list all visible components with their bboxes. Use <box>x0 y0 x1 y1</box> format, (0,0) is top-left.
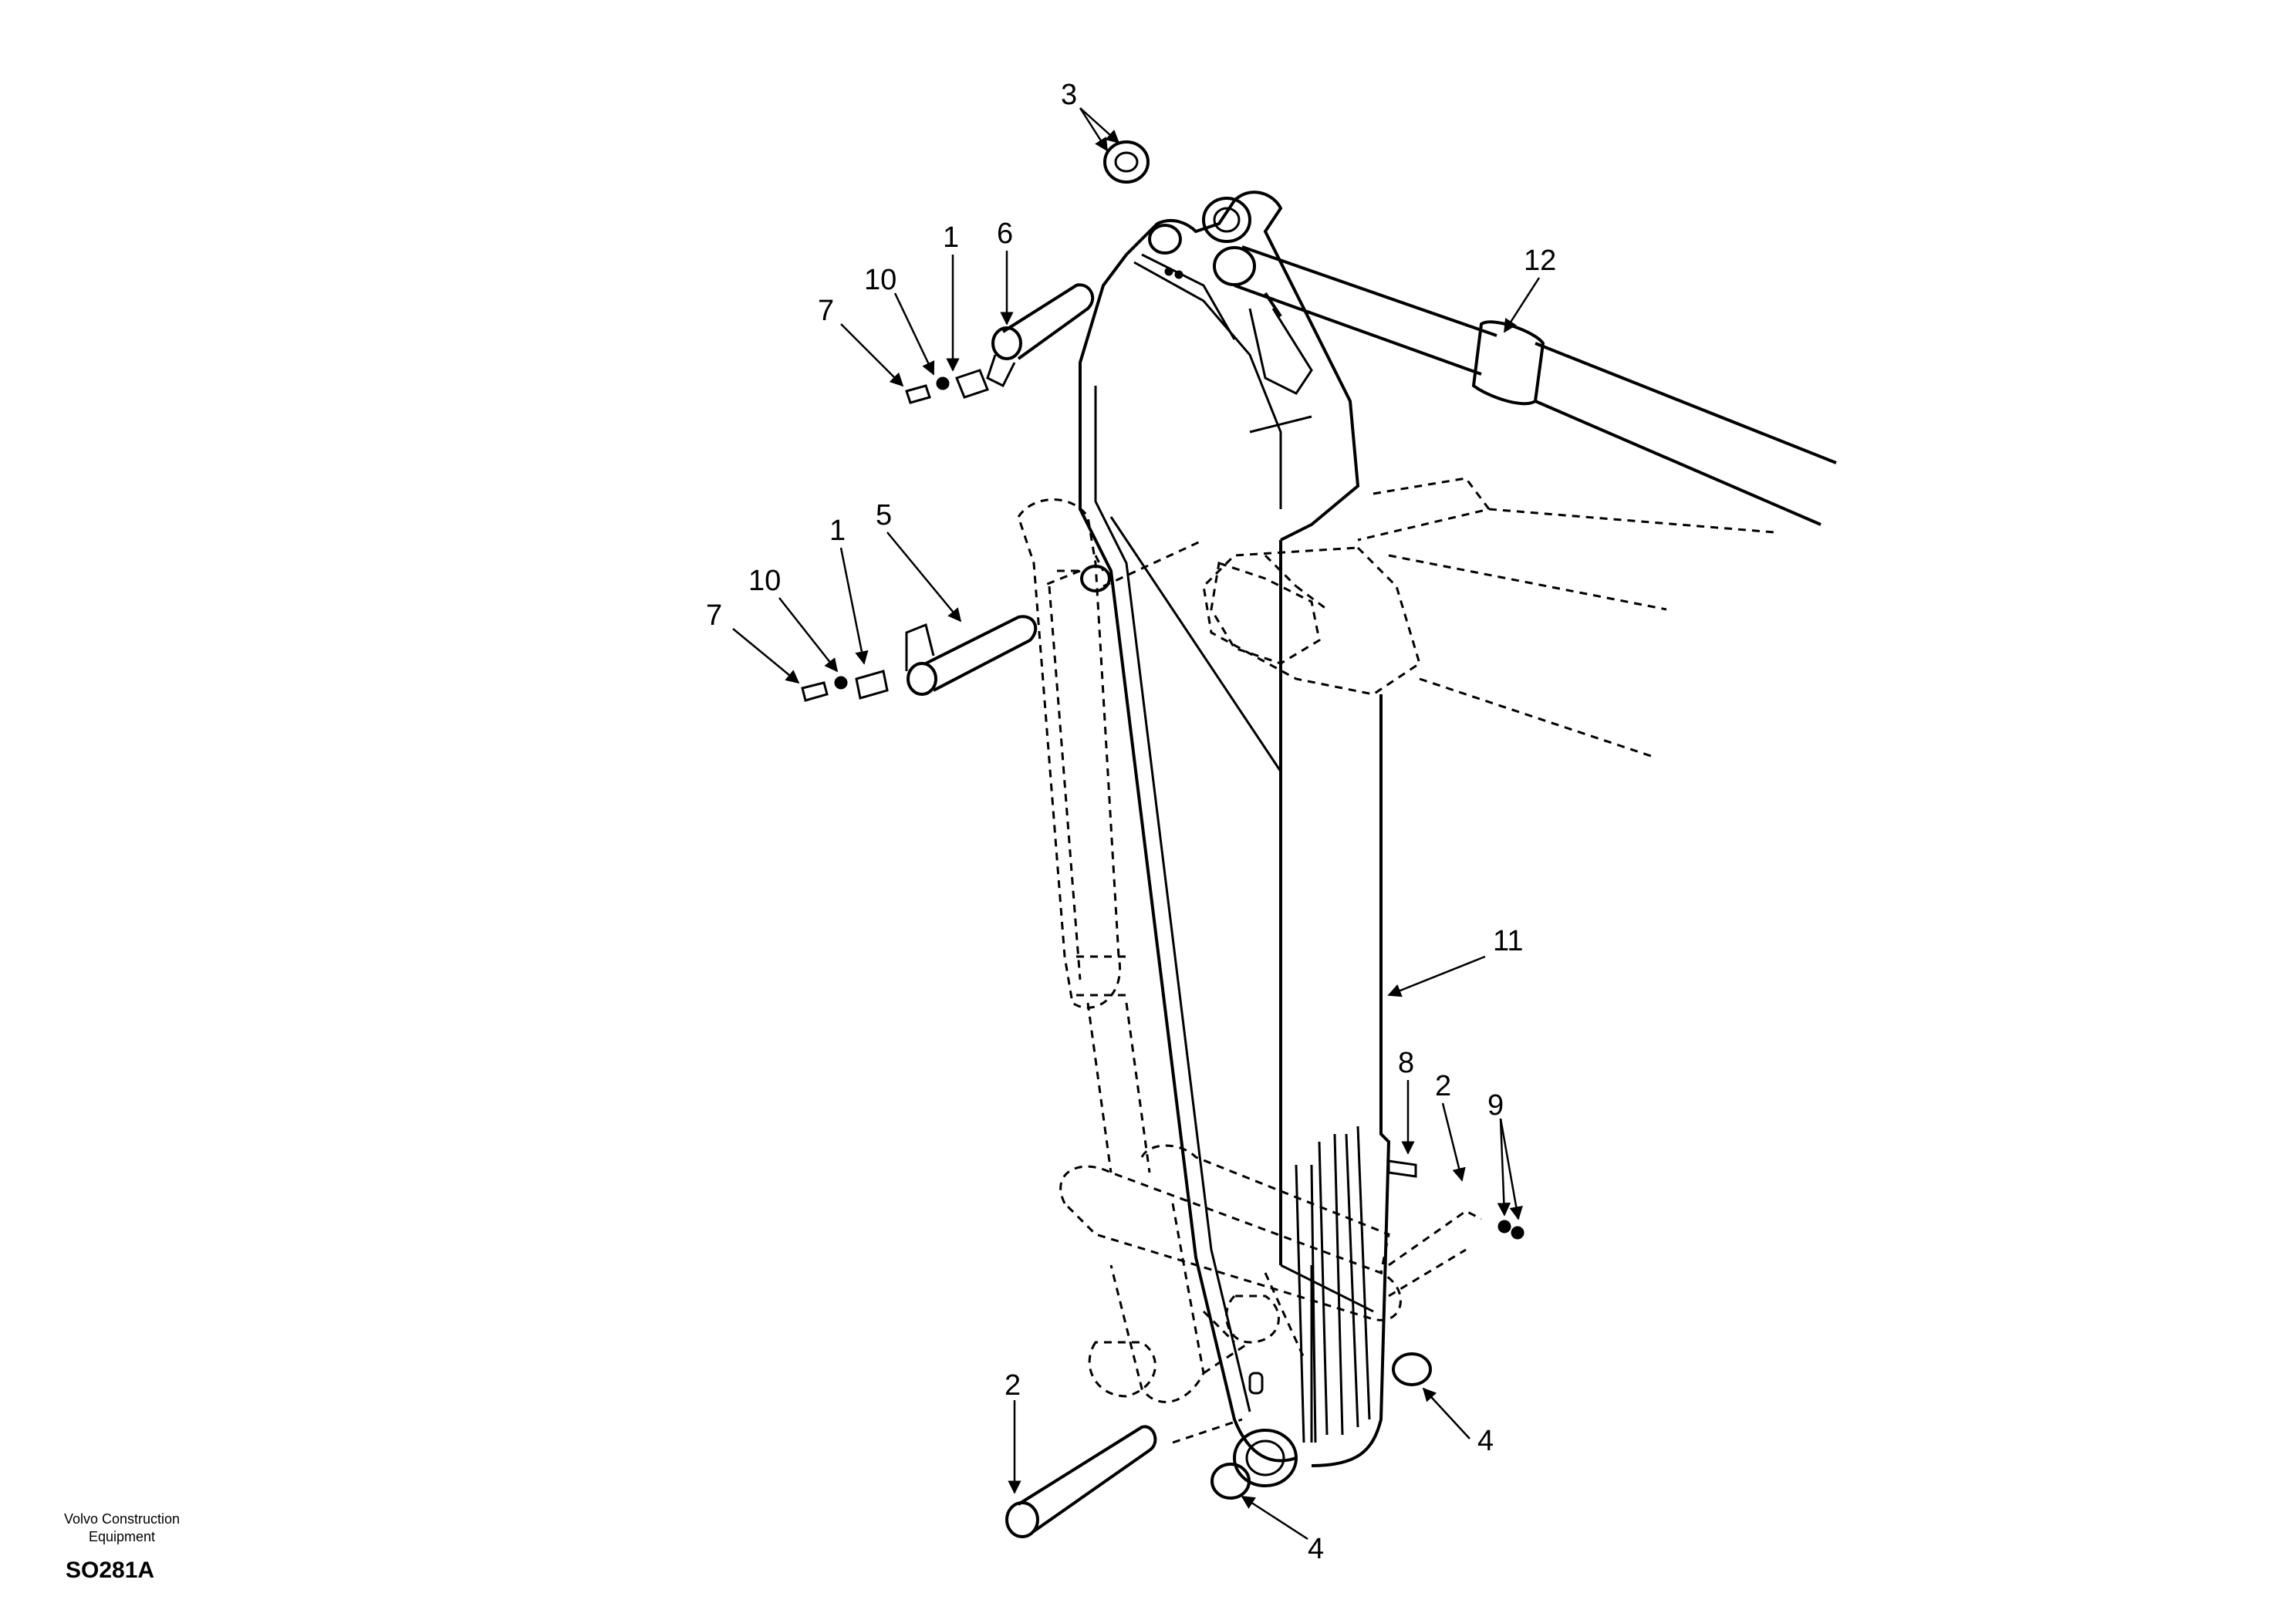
plates-and-bolts <box>801 140 1524 1500</box>
leader-lines <box>732 107 1541 1541</box>
callout-11: 11 <box>1493 925 1523 957</box>
callout-10-lower: 10 <box>748 565 781 597</box>
callout-7-lower: 7 <box>706 599 722 632</box>
callout-1-upper: 1 <box>943 221 959 254</box>
figure-code: SO281A <box>66 1558 154 1583</box>
callout-2-right: 2 <box>1435 1070 1451 1102</box>
pin-part-5 <box>905 615 1038 696</box>
callout-8: 8 <box>1398 1047 1414 1079</box>
cylinder-rod <box>1213 245 1837 526</box>
callout-labels: 3 12 6 1 10 7 5 1 10 7 11 8 2 9 2 4 4 <box>706 79 1556 1565</box>
callout-12: 12 <box>1524 245 1556 277</box>
callout-5: 5 <box>876 499 892 532</box>
callout-9: 9 <box>1487 1089 1504 1122</box>
publisher-line1: Volvo Construction <box>64 1511 180 1527</box>
callout-1-lower: 1 <box>829 515 846 547</box>
callout-6: 6 <box>997 218 1013 250</box>
callout-2-bottom: 2 <box>1004 1369 1021 1402</box>
callout-4-right: 4 <box>1477 1425 1494 1457</box>
pin-part-2 <box>1005 1425 1157 1538</box>
callout-3: 3 <box>1061 79 1077 111</box>
ghost-outlines <box>1017 477 1775 1444</box>
pin-part-6 <box>986 283 1095 388</box>
callout-10-upper: 10 <box>864 264 896 296</box>
publisher-line2: Equipment <box>89 1529 155 1544</box>
callout-4-bottom: 4 <box>1308 1533 1324 1565</box>
callout-7-upper: 7 <box>818 295 834 327</box>
publisher-footer: Volvo Construction Equipment SO281A <box>64 1511 180 1583</box>
arm-assembly <box>1079 191 1391 1487</box>
